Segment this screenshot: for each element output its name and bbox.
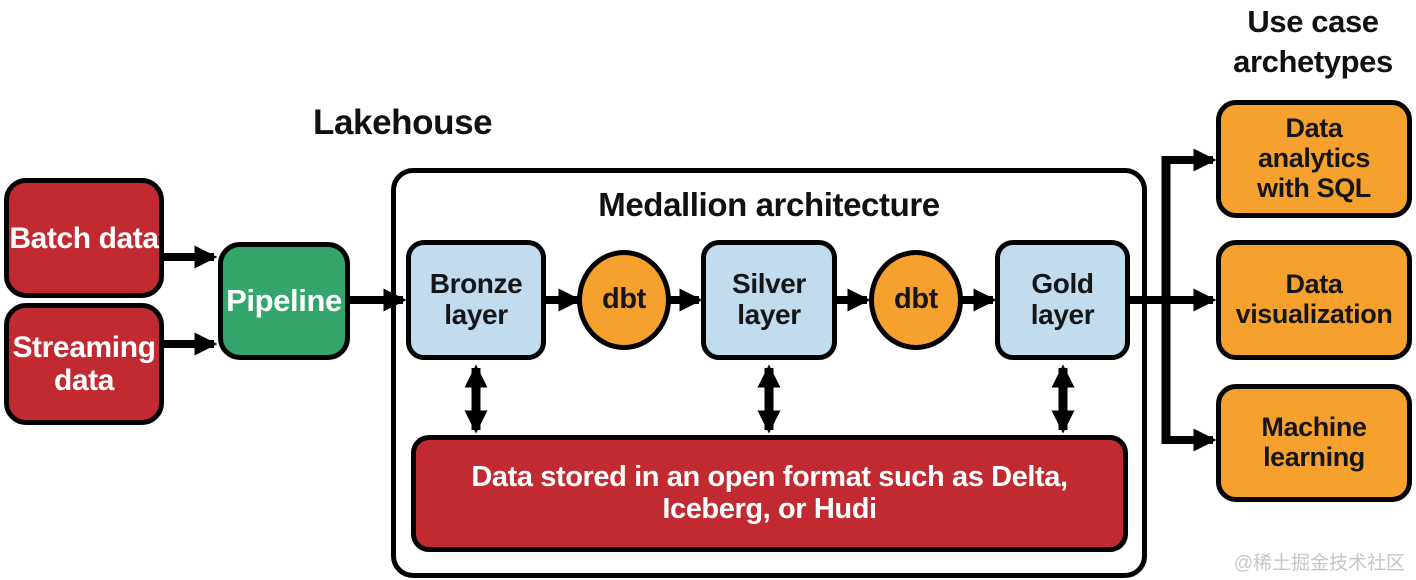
medallion-architecture-title: Medallion architecture: [598, 186, 940, 223]
silver-layer-node: Silver layer: [701, 240, 837, 360]
lakehouse-title: Lakehouse: [313, 103, 493, 142]
streaming-data-node: Streaming data: [4, 303, 164, 425]
use-case-archetypes-title: Use case archetypes: [1233, 4, 1393, 79]
use-case-data-analytics-node: Data analytics with SQL: [1216, 100, 1412, 218]
use-case-data-visualization-node: Data visualization: [1216, 240, 1412, 360]
gold-layer-node: Gold layer: [995, 240, 1130, 360]
open-format-storage-node: Data stored in an open format such as De…: [411, 435, 1128, 552]
bronze-layer-node: Bronze layer: [406, 240, 546, 360]
pipeline-node: Pipeline: [218, 242, 350, 360]
use-case-machine-learning-node: Machine learning: [1216, 384, 1412, 502]
dbt-transform-node-1: dbt: [577, 250, 671, 350]
batch-data-node: Batch data: [4, 178, 164, 298]
watermark-text: @稀土掘金技术社区: [1233, 553, 1405, 574]
dbt-transform-node-2: dbt: [869, 250, 963, 350]
